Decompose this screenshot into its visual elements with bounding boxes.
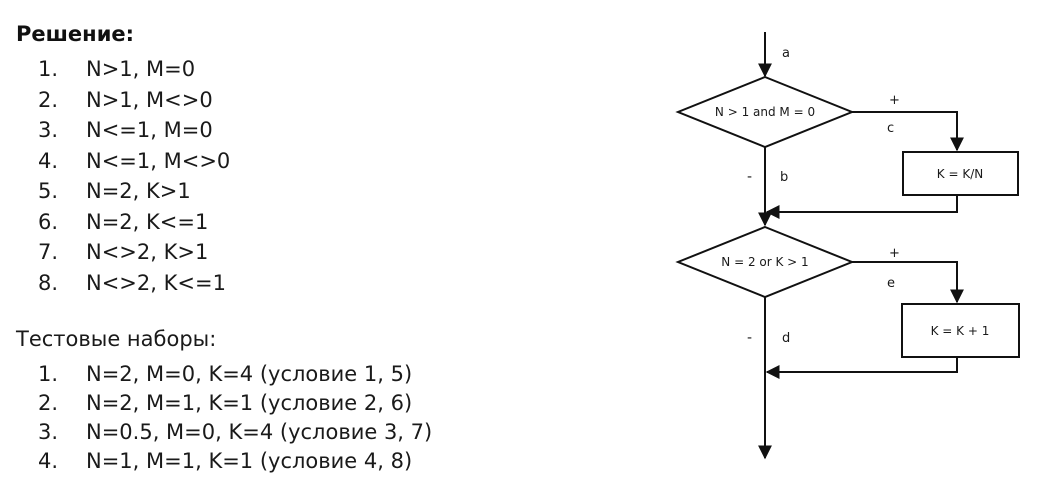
solution-heading: Решение: xyxy=(16,22,135,46)
edge-e-arrow xyxy=(852,261,964,304)
process-2-text: K = K + 1 xyxy=(931,324,990,338)
process-2-box xyxy=(901,303,1020,358)
edge-b-label: b xyxy=(780,170,788,185)
edge-e-label: e xyxy=(887,276,895,291)
item-text: N=2, K<=1 xyxy=(86,209,209,234)
item-text: N=1, M=1, K=1 (условие 4, 8) xyxy=(86,449,413,473)
edge-d-label: d xyxy=(782,331,790,346)
item-text: N>1, M<>0 xyxy=(86,87,213,112)
item-text: N<=1, M=0 xyxy=(86,118,213,142)
item-text: N=2, M=0, K=4 (условие 1, 5) xyxy=(86,362,413,386)
item-number: 8. xyxy=(38,270,59,295)
merge-2-arrow xyxy=(765,357,958,379)
solution-panel: Решение: 1. N>1, M=0 2. N>1, M<>0 3. N<=1, M=… xyxy=(16,22,433,473)
item-text: N=2, K>1 xyxy=(86,179,191,203)
item-text: N=2, M=1, K=1 (условие 2, 6) xyxy=(86,391,413,415)
item-number: 1. xyxy=(38,57,59,81)
process-1-text: K = K/N xyxy=(937,167,983,181)
decision-1-text: N > 1 and M = 0 xyxy=(715,105,815,119)
item-number: 3. xyxy=(38,118,59,142)
item-number: 2. xyxy=(38,391,59,415)
yes-mark-2: + xyxy=(889,246,900,261)
item-text: N>1, M=0 xyxy=(86,57,196,81)
item-number: 6. xyxy=(38,209,59,234)
tests-heading: Тестовые наборы: xyxy=(16,327,217,351)
item-number: 7. xyxy=(38,240,59,264)
yes-mark-1: + xyxy=(889,93,900,108)
item-text: N<>2, K>1 xyxy=(86,240,209,264)
item-text: N=0.5, M=0, K=4 (условие 3, 7) xyxy=(86,420,433,444)
item-number: 1. xyxy=(38,362,59,386)
edge-a-label: a xyxy=(782,46,790,61)
item-number: 5. xyxy=(38,179,59,203)
decision-2-text: N = 2 or K > 1 xyxy=(721,255,808,269)
process-1-box xyxy=(902,151,1019,196)
item-text: N<>2, K<=1 xyxy=(86,270,226,295)
item-number: 3. xyxy=(38,420,59,444)
edge-c-arrow xyxy=(852,111,964,152)
merge-1-arrow xyxy=(765,195,958,219)
item-text: N<=1, M<>0 xyxy=(86,148,231,173)
no-mark-1: - xyxy=(747,169,752,185)
no-mark-2: - xyxy=(747,330,752,346)
edge-c-label: c xyxy=(887,121,894,136)
item-number: 4. xyxy=(38,148,59,173)
item-number: 4. xyxy=(38,449,59,473)
flowchart: a N > 1 and M = 0 + c K = K/N - b N = 2 … xyxy=(675,32,1020,460)
item-number: 2. xyxy=(38,87,59,112)
